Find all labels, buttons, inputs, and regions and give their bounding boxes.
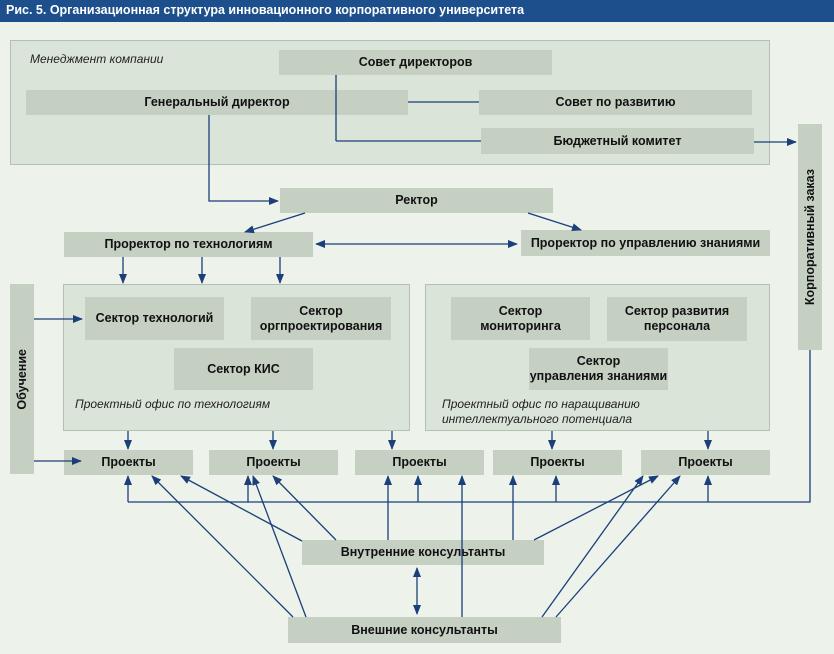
corporate-order-feedback-line [128,350,811,503]
external-consultants-box: Внешние консультанты [288,617,561,643]
rector-box: Ректор [280,188,553,213]
external-to-project5-arrow-a [541,475,644,618]
sector-kis-box: Сектор КИС [174,348,313,390]
project-box-1: Проекты [64,450,193,475]
sector-tech-box: Сектор технологий [85,297,224,340]
vice-rector-knowledge-box: Проректор по управлению знаниями [521,230,770,256]
rector-to-vice-tech-arrow [244,212,306,234]
sector-personnel-label: Сектор развития персонала [624,304,730,333]
project-box-2: Проекты [209,450,338,475]
tech-office-label: Проектный офис по технологиям [75,397,271,411]
management-label: Менеджмент компании [30,52,164,66]
sector-org-box: Сектор оргпроектирования [251,297,391,340]
figure-title-bar: Рис. 5. Организационная структура иннова… [0,0,834,22]
ceo-to-rector-arrow [208,115,279,205]
internal-consultants-box: Внутренние консультанты [302,540,544,565]
ceo-box: Генеральный директор [26,90,408,115]
external-to-project5-arrow-b [555,475,681,618]
project-box-5: Проекты [641,450,770,475]
external-to-project1-arrow-a [151,475,294,618]
sector-monitoring-label: Сектор мониторинга [480,303,561,333]
board-of-directors-box: Совет директоров [279,50,552,75]
project-box-4: Проекты [493,450,622,475]
dev-council-box: Совет по развитию [479,90,752,115]
intel-office-label: Проектный офис по наращиванию интеллекту… [442,397,640,426]
sector-knowledge-label: Сектор управления знаниями [529,354,668,383]
corporate-order-bar: Корпоративный заказ [798,124,822,350]
budget-committee-box: Бюджетный комитет [481,128,754,154]
vice-rector-tech-box: Проректор по технологиям [64,232,313,257]
internal-to-project1-arrow [180,475,303,542]
sector-knowledge-box: Сектор управления знаниями [529,348,668,390]
sector-monitoring-box: Сектор мониторинга [451,297,590,340]
project-box-3: Проекты [355,450,484,475]
internal-to-project5-arrow [533,475,659,541]
sector-personnel-box: Сектор развития персонала [607,297,747,341]
figure-title: Рис. 5. Организационная структура иннова… [6,3,525,17]
training-bar: Обучение [10,284,34,474]
external-to-project1-arrow-b [252,475,307,618]
internal-to-project2-arrow [272,475,337,541]
sector-org-label: Сектор оргпроектирования [259,303,383,333]
rector-to-vice-knowledge-arrow [527,212,582,232]
